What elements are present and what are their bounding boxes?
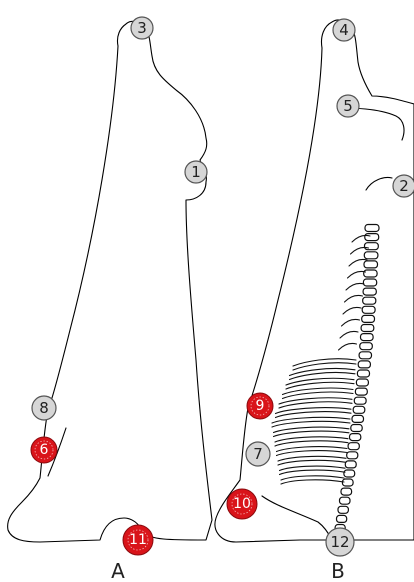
marker-6[interactable]: 6 xyxy=(31,437,57,463)
vertebra xyxy=(360,343,373,350)
rib xyxy=(339,343,357,350)
vertebra xyxy=(348,443,359,450)
marker-5-label: 5 xyxy=(343,97,353,115)
vertebra xyxy=(338,506,348,513)
rib xyxy=(279,398,352,404)
rib xyxy=(280,470,346,474)
panel-b-outline xyxy=(215,20,414,542)
marker-8[interactable]: 8 xyxy=(32,396,56,420)
marker-3-label: 3 xyxy=(137,19,147,37)
vertebra xyxy=(359,352,371,359)
rib xyxy=(348,271,366,278)
rib xyxy=(351,247,369,254)
panel-b-cap-arc xyxy=(366,178,392,191)
vertebra xyxy=(352,415,364,422)
rib xyxy=(278,460,346,465)
vertebra xyxy=(358,361,370,368)
vertebra xyxy=(337,515,347,522)
vertebra xyxy=(364,261,378,268)
marker-11[interactable]: 11 xyxy=(123,525,153,555)
rib xyxy=(275,441,348,446)
rib xyxy=(293,359,356,366)
rib xyxy=(279,402,352,408)
rib xyxy=(283,388,354,394)
vertebra xyxy=(363,279,376,286)
marker-11-label: 11 xyxy=(129,532,147,548)
vertebra xyxy=(364,270,377,277)
marker-7-label: 7 xyxy=(253,445,263,463)
vertebra xyxy=(355,388,367,395)
panel-b-bottom-flap xyxy=(262,496,332,540)
vertebra xyxy=(350,434,361,441)
marker-1[interactable]: 1 xyxy=(185,161,207,183)
vertebra xyxy=(356,379,368,386)
rib xyxy=(272,421,350,427)
vertebra xyxy=(354,397,366,404)
vertebra xyxy=(363,297,376,304)
marker-2[interactable]: 2 xyxy=(393,175,414,197)
marker-1-label: 1 xyxy=(191,163,201,181)
ribcage xyxy=(272,225,379,532)
vertebra xyxy=(347,452,358,459)
vertebra xyxy=(365,234,379,241)
rib xyxy=(345,295,363,302)
vertebra xyxy=(345,461,356,468)
marker-10-label: 10 xyxy=(233,496,251,512)
vertebra xyxy=(357,370,369,377)
vertebra xyxy=(362,306,375,313)
vertebra xyxy=(365,243,379,250)
vertebra xyxy=(364,252,378,259)
rib xyxy=(340,331,358,338)
rib xyxy=(274,431,350,436)
marker-10[interactable]: 10 xyxy=(227,489,257,519)
vertebra xyxy=(363,288,376,295)
rib xyxy=(343,307,361,314)
marker-9-label: 9 xyxy=(256,398,265,414)
vertebra xyxy=(351,425,362,432)
marker-9[interactable]: 9 xyxy=(247,393,273,419)
panel-a xyxy=(8,21,212,542)
vertebra xyxy=(344,470,355,477)
rib xyxy=(276,412,352,418)
marker-5[interactable]: 5 xyxy=(337,95,359,117)
panel-a-outline xyxy=(8,21,212,542)
rib xyxy=(346,283,364,290)
rib xyxy=(286,378,354,385)
marker-4-label: 4 xyxy=(339,21,349,39)
vertebra xyxy=(361,334,374,341)
vertebra xyxy=(340,497,351,504)
panel-b-label: B xyxy=(331,559,345,582)
vertebra xyxy=(362,315,375,322)
marker-8-label: 8 xyxy=(39,399,49,417)
marker-3[interactable]: 3 xyxy=(131,17,153,39)
marker-12[interactable]: 12 xyxy=(326,528,354,556)
vertebra xyxy=(361,325,374,332)
panel-b xyxy=(215,20,414,542)
panel-a-label: A xyxy=(111,559,125,582)
marker-7[interactable]: 7 xyxy=(246,442,270,466)
rib xyxy=(290,368,356,375)
rib xyxy=(281,480,344,484)
vertebra xyxy=(353,406,365,413)
vertebra xyxy=(365,225,379,232)
marker-2-label: 2 xyxy=(399,177,409,195)
marker-12-label: 12 xyxy=(330,533,349,551)
rib xyxy=(277,451,348,456)
marker-6-label: 6 xyxy=(40,442,49,458)
vertebra xyxy=(341,488,352,495)
rib xyxy=(342,319,360,326)
marker-4[interactable]: 4 xyxy=(333,19,355,41)
